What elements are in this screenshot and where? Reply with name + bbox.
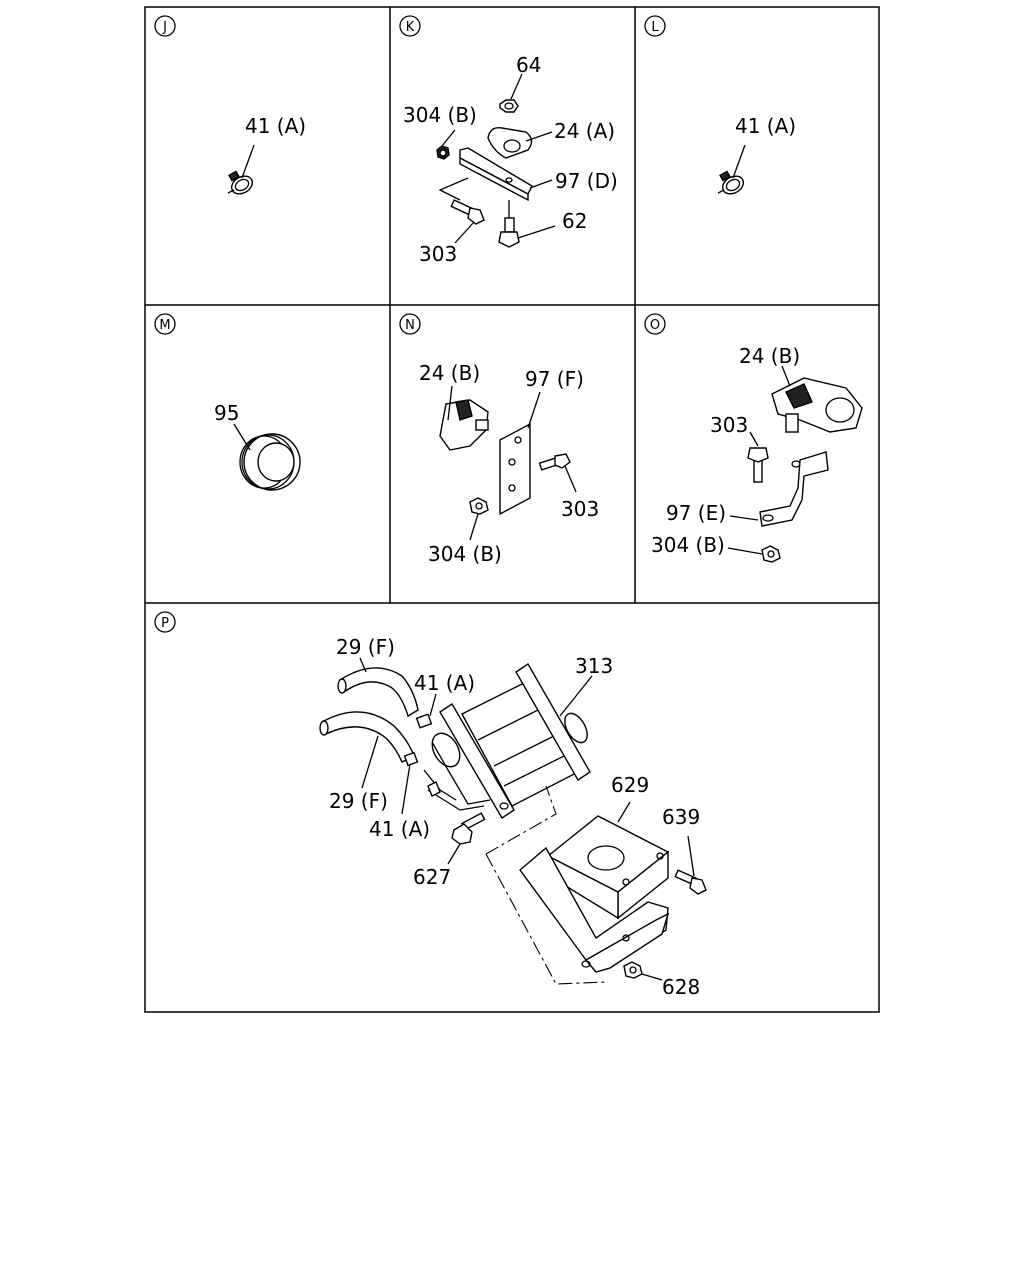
panel-o: O 24 (B) 303 97 (E) 304 (B) <box>644 313 863 563</box>
part-label: 303 <box>419 242 457 266</box>
part-label: 304 (B) <box>403 103 477 127</box>
panel-id-l: L <box>651 20 659 35</box>
part-label: 29 (F) <box>336 635 395 659</box>
part-label: 24 (B) <box>739 344 800 368</box>
part-label: 97 (E) <box>666 501 726 525</box>
panel-p: P <box>154 611 707 999</box>
part-label: 627 <box>413 865 451 889</box>
panel-id-o: O <box>650 318 660 333</box>
part-label: 29 (F) <box>329 789 388 813</box>
part-label: 41 (A) <box>245 114 306 138</box>
part-label: 304 (B) <box>651 533 725 557</box>
part-label: 62 <box>562 209 587 233</box>
grommet-part <box>233 423 301 491</box>
part-label: 41 (A) <box>735 114 796 138</box>
part-label: 24 (A) <box>554 119 615 143</box>
part-label: 41 (A) <box>369 817 430 841</box>
panel-id-p: P <box>161 616 169 631</box>
part-label: 304 (B) <box>428 542 502 566</box>
sensor-bracket-part <box>727 365 863 563</box>
panel-j: J 41 (A) <box>154 15 306 195</box>
panel-k: K <box>399 15 618 266</box>
panel-id-m: M <box>159 318 170 333</box>
panel-l: L 41 (A) <box>644 15 796 195</box>
panel-n: N 24 (B) 97 (F) 303 304 (B) <box>399 313 599 566</box>
part-label: 629 <box>611 773 649 797</box>
part-label: 628 <box>662 975 700 999</box>
part-label: 313 <box>575 654 613 678</box>
part-label: 95 <box>214 401 239 425</box>
panel-id-j: J <box>162 20 167 35</box>
hose-clamp-part <box>717 144 746 195</box>
part-label: 303 <box>561 497 599 521</box>
sensor-bracket-part <box>439 385 577 541</box>
part-label: 41 (A) <box>414 671 475 695</box>
part-label: 64 <box>516 53 541 77</box>
diagram-frame <box>144 6 880 1013</box>
bracket-assembly-part <box>436 73 556 248</box>
part-label: 639 <box>662 805 700 829</box>
part-label: 97 (F) <box>525 367 584 391</box>
part-label: 24 (B) <box>419 361 480 385</box>
part-label: 97 (D) <box>555 169 618 193</box>
panel-id-n: N <box>405 318 415 333</box>
panel-id-k: K <box>406 20 415 35</box>
panel-m: M 95 <box>154 313 301 491</box>
part-label: 303 <box>710 413 748 437</box>
hose-clamp-part <box>227 144 255 195</box>
heater-assembly-part <box>319 657 707 985</box>
